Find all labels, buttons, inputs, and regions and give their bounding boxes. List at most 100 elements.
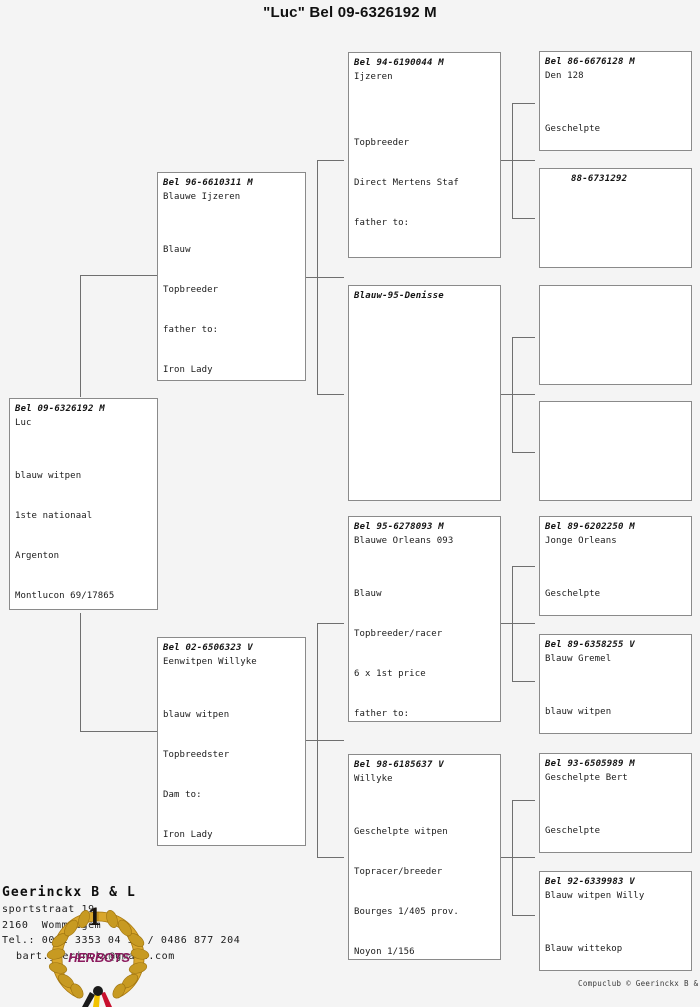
pedigree-card-gen4-1[interactable]: Bel 86-6676128 M Den 128 Geschelpte	[539, 51, 692, 151]
note-line: blauw witpen	[545, 706, 612, 717]
note-line: Argenton	[15, 551, 60, 562]
ring-number: Bel 89-6202250 M	[545, 522, 635, 532]
spacer	[545, 548, 686, 561]
note-line: Bourges 1/405 prov.	[354, 907, 459, 918]
pigeon-notes: Blauw wittekop rechtstreeks Keirsmaekers…	[545, 916, 686, 970]
connector-line	[317, 160, 318, 394]
note-line: Topbreedster	[163, 750, 230, 761]
pigeon-name: Ijzeren	[354, 72, 393, 82]
connector-line	[306, 277, 344, 278]
note-line: Kweekduivin	[354, 257, 495, 258]
spacer	[163, 669, 300, 682]
pedigree-card-gen3-1[interactable]: Bel 94-6190044 M Ijzeren Topbreeder Dire…	[348, 52, 501, 258]
pedigree-card-gen4-5[interactable]: Bel 89-6202250 M Jonge Orleans Geschelpt…	[539, 516, 692, 616]
pedigree-card-gen3-2[interactable]: Blauw-95-Denisse	[348, 285, 501, 501]
logo-brand-text: HERBOTS	[68, 950, 130, 965]
laurel-wreath-icon	[46, 910, 150, 1007]
pedigree-card-gen4-4[interactable]	[539, 401, 692, 501]
connector-line	[80, 275, 81, 397]
spacer	[545, 83, 686, 96]
ring-number: Bel 98-6185637 V	[354, 760, 444, 770]
note-line: Geschelpte	[545, 588, 601, 599]
pedigree-card-gen4-2[interactable]: 88-6731292	[539, 168, 692, 268]
connector-line	[512, 337, 513, 452]
pigeon-name: Willyke	[354, 774, 393, 784]
connector-line	[306, 740, 344, 741]
connector-line	[512, 218, 535, 219]
note-line: father to:	[163, 325, 219, 336]
note-line: Topbreeder/racer	[354, 629, 443, 640]
connector-line	[512, 681, 535, 682]
note-line: Montlucon 69/17865	[15, 591, 115, 602]
pigeon-notes: Blauw Topbreeder/racer 6 x 1st price fat…	[354, 561, 495, 721]
pedigree-card-gen4-3[interactable]	[539, 285, 692, 385]
note-line: father to:	[354, 709, 410, 720]
connector-line	[512, 915, 535, 916]
spacer	[545, 666, 686, 679]
connector-line	[80, 275, 158, 276]
connector-line	[80, 731, 158, 732]
ring-number: Bel 09-6326192 M	[15, 404, 105, 414]
note-line: blauw witpen	[15, 470, 82, 481]
connector-line	[317, 160, 344, 161]
connector-line	[501, 160, 535, 161]
pedigree-card-gen3-4[interactable]: Bel 98-6185637 V Willyke Geschelpte witp…	[348, 754, 501, 960]
note-line: Direct Mertens Staf	[354, 178, 459, 189]
pedigree-card-subject[interactable]: Bel 09-6326192 M Luc blauw witpen 1ste n…	[9, 398, 158, 610]
note-line: father to:	[354, 218, 410, 229]
note-line: Blauw wittekop	[545, 943, 623, 954]
pigeon-notes: Topbreeder Direct Mertens Staf father to…	[354, 110, 495, 258]
pigeon-name: Blauwe Orleans 093	[354, 536, 454, 546]
pedigree-card-gen4-7[interactable]: Bel 93-6505989 M Geschelpte Bert Geschel…	[539, 753, 692, 853]
connector-line	[501, 857, 535, 858]
ring-number: Bel 96-6610311 M	[163, 178, 253, 188]
connector-line	[80, 613, 81, 731]
pedigree-card-dam[interactable]: Bel 02-6506323 V Eenwitpen Willyke blauw…	[157, 637, 306, 846]
breeder-name: Geerinckx B & L	[2, 885, 136, 900]
pigeon-name: Blauw witpen Willy	[545, 891, 645, 901]
note-line: blauw witpen	[163, 709, 230, 720]
logo-number: 1	[88, 902, 101, 931]
pedigree-card-gen4-8[interactable]: Bel 92-6339983 V Blauw witpen Willy Blau…	[539, 871, 692, 971]
pigeon-name: Blauw Gremel	[545, 654, 612, 664]
note-line: Topbreeder	[354, 137, 410, 148]
connector-line	[512, 103, 535, 104]
ring-number: 88-6731292	[571, 174, 628, 184]
connector-line	[317, 394, 344, 395]
breeder-email: bart.geerinckx@gmail.com	[16, 950, 175, 962]
connector-line	[512, 566, 513, 681]
note-line: Blauw	[354, 588, 382, 599]
note-line: Dam to:	[163, 790, 202, 801]
ring-number: Bel 92-6339983 V	[545, 877, 635, 887]
herbots-laurel-logo: 1 HERBOTS	[38, 896, 158, 1007]
connector-line	[512, 800, 513, 915]
spacer	[354, 786, 495, 799]
connector-line	[501, 394, 535, 395]
pigeon-notes: blauw witpen 1ste nationaal Argenton Mon…	[15, 443, 152, 609]
note-line: Geschelpte	[545, 825, 601, 836]
connector-line	[512, 337, 535, 338]
pedigree-card-sire[interactable]: Bel 96-6610311 M Blauwe Ijzeren Blauw To…	[157, 172, 306, 381]
note-line: Noyon 1/156	[354, 947, 415, 958]
note-line: Topbreeder	[163, 285, 219, 296]
note-line: Geschelpte	[545, 123, 601, 134]
connector-line	[317, 623, 344, 624]
ring-number: Bel 94-6190044 M	[354, 58, 444, 68]
note-line: Blauw	[163, 244, 191, 255]
pigeon-name: Eenwitpen Willyke	[163, 657, 257, 667]
spacer	[354, 97, 495, 110]
spacer	[163, 204, 300, 217]
pigeon-notes: Geschelpte Topbreeder Direct Van Loock	[545, 561, 686, 615]
pedigree-card-gen4-6[interactable]: Bel 89-6358255 V Blauw Gremel blauw witp…	[539, 634, 692, 734]
software-credit: Compuclub © Geerinckx B & L	[578, 979, 700, 988]
pigeon-notes: blauw witpen Topbreedster	[545, 679, 686, 733]
pigeon-notes: Geschelpte	[545, 96, 686, 150]
spacer	[15, 430, 152, 443]
pigeon-name: Jonge Orleans	[545, 536, 617, 546]
belgian-ribbon-icon	[82, 986, 112, 1007]
connector-line	[512, 103, 513, 218]
pedigree-card-gen3-3[interactable]: Bel 95-6278093 M Blauwe Orleans 093 Blau…	[348, 516, 501, 722]
connector-line	[512, 566, 535, 567]
note-line: Iron Lady	[163, 830, 213, 841]
